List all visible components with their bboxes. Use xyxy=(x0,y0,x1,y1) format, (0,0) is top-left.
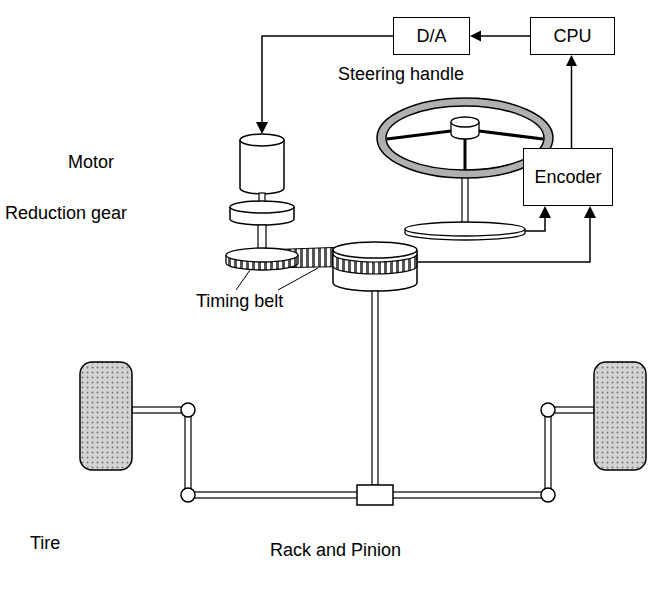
tires xyxy=(80,362,646,470)
part-label: Tire xyxy=(30,533,60,554)
process-box: CPU xyxy=(530,17,615,55)
rack-linkage xyxy=(132,291,594,505)
signal-arrow xyxy=(566,55,577,148)
box-label: CPU xyxy=(553,26,591,47)
motor-signal-wire xyxy=(256,36,393,134)
motor-drive xyxy=(226,134,417,291)
box-label: D/A xyxy=(416,26,446,47)
part-label: Steering handle xyxy=(338,64,464,85)
leader-lines xyxy=(236,268,318,290)
box-label: Encoder xyxy=(534,167,601,188)
part-label: Rack and Pinion xyxy=(270,540,401,561)
process-box: D/A xyxy=(393,17,470,55)
part-label: Reduction gear xyxy=(5,203,127,224)
part-label: Motor xyxy=(68,152,114,173)
process-box: Encoder xyxy=(523,148,613,206)
encoder-wires xyxy=(417,206,596,262)
signal-arrow xyxy=(470,31,530,42)
part-label: Timing belt xyxy=(196,291,283,312)
